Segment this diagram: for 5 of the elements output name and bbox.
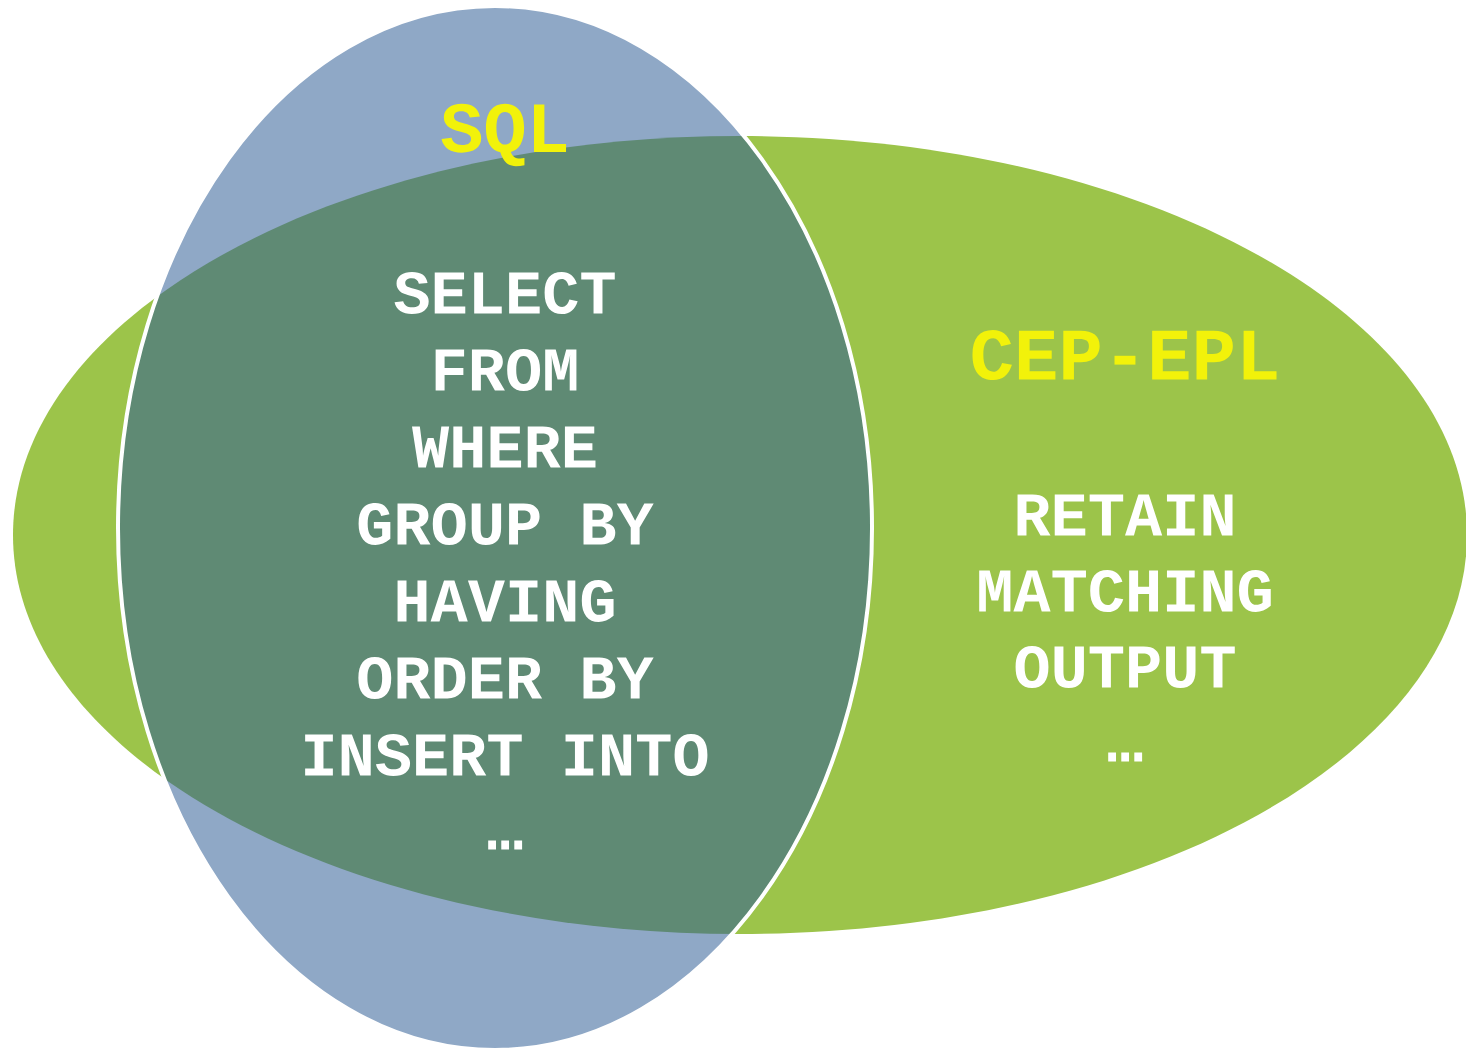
keyword-text: MATCHING [979, 569, 1271, 612]
heading-text: CEP-EPL [972, 329, 1277, 381]
keyword-text: … [1108, 752, 1143, 762]
keyword-text: OUTPUT [1015, 645, 1235, 689]
keyword-text: RETAIN [1017, 494, 1233, 536]
